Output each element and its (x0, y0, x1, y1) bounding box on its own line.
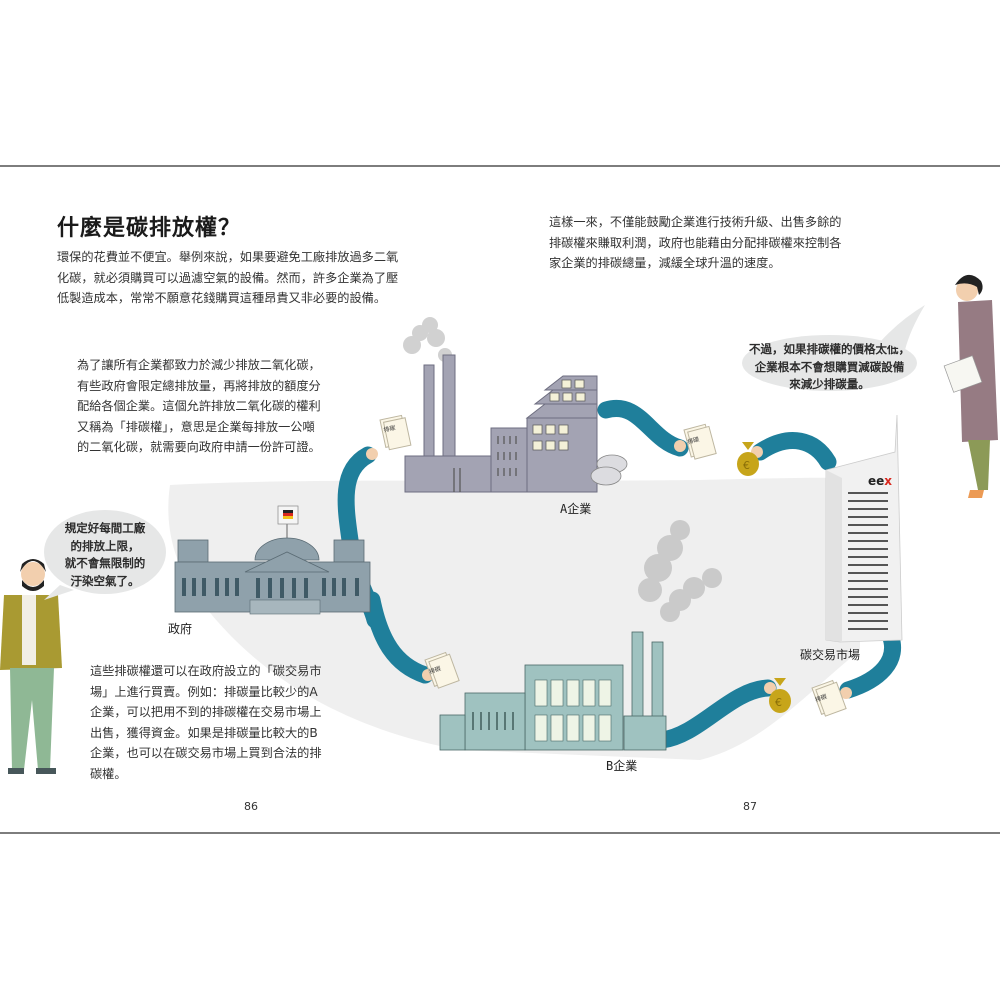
top-page-border (0, 165, 1000, 167)
eex-logo: eex (868, 474, 892, 488)
euro-money-bag-icon: € (737, 442, 759, 476)
emission-limit-paragraph: 為了讓所有企業都致力於減少排放二氧化碳， 有些政府會限定總排放量，再將排放的額度… (77, 355, 321, 458)
carbon-market-paragraph: 這些排碳權還可以在政府設立的「碳交易市 場」上進行買賣。例如：排碳量比較少的A … (90, 661, 322, 784)
svg-text:€: € (743, 459, 750, 472)
permit-icon (379, 414, 412, 451)
text-line: 出售，獲得資金。如果是排碳量比較大的B (90, 725, 318, 740)
permit-icon (424, 651, 460, 689)
svg-text:€: € (775, 696, 782, 709)
eex-logo-suffix: x (884, 474, 893, 488)
text-line: 家企業的排碳總量，減緩全球升溫的速度。 (549, 256, 781, 270)
svg-text:排碳: 排碳 (428, 664, 442, 676)
svg-text:排碳: 排碳 (814, 692, 828, 704)
text-line: 場」上進行買賣。例如：排碳量比較少的A (90, 684, 318, 699)
page-number-left: 86 (244, 800, 258, 813)
label-government: 政府 (168, 622, 193, 636)
permit-icon (683, 423, 717, 460)
text-line: 化碳，就必須購買可以過濾空氣的設備。然而，許多企業為了壓 (57, 270, 399, 285)
bubble-line: 規定好每間工廠 (64, 521, 146, 535)
bubble-line: 來減少排碳量。 (789, 377, 870, 391)
label-company-b: B企業 (606, 759, 638, 773)
bubble-line: 就不會無限制的 (64, 556, 146, 570)
text-line: 為了讓所有企業都致力於減少排放二氧化碳， (77, 358, 321, 372)
woman-speech-bubble: 不過，如果排碳權的價格太低， 企業根本不會想購買減碳設備 來減少排碳量。 (742, 335, 917, 391)
arm-market-to-b (839, 626, 902, 699)
right-intro-paragraph: 這樣一來，不僅能鼓勵企業進行技術升級、出售多餘的 排碳權來賺取利潤，政府也能藉由… (549, 212, 842, 274)
text-line: 又稱為「排碳權」，意思是企業每排放一公噸 (77, 419, 315, 434)
bubble-line: 的排放上限， (70, 538, 140, 553)
arm-b-to-market (653, 679, 777, 749)
text-line: 有些政府會限定總排放量，再將排放的額度分 (77, 378, 321, 393)
arm-gov-to-b (363, 591, 434, 684)
text-line: 排碳權來賺取利潤，政府也能藉由分配排碳權來控制各 (549, 235, 842, 250)
eex-logo-prefix: ee (868, 474, 885, 488)
bubble-line: 不過，如果排碳權的價格太低， (749, 342, 910, 356)
euro-money-bag-icon: € (769, 678, 791, 713)
bubble-line: 汙染空氣了。 (70, 573, 140, 588)
text-line: 配給各個企業。這個允許排放二氧化碳的權利 (77, 399, 321, 413)
label-company-a: A企業 (560, 502, 592, 516)
label-carbon-market: 碳交易市場 (800, 648, 861, 662)
svg-text:排碳: 排碳 (686, 435, 700, 446)
text-line: 企業，可以把用不到的排碳權在交易市場上 (90, 705, 322, 719)
page-number-right: 87 (743, 800, 757, 813)
document-in-hand-icon (943, 355, 983, 393)
bubble-line: 企業根本不會想購買減碳設備 (754, 359, 905, 374)
page-heading: 什麼是碳排放權？ (57, 216, 242, 241)
svg-text:排碳: 排碳 (383, 424, 396, 434)
text-line: 這些排碳權還可以在政府設立的「碳交易市 (90, 664, 322, 678)
text-line: 低製造成本，常常不願意花錢購買這種昂貴又非必要的設備。 (57, 291, 387, 305)
man-speech-bubble: 規定好每間工廠 的排放上限， 就不會無限制的 汙染空氣了。 (44, 510, 166, 594)
text-line: 碳權。 (90, 766, 127, 781)
permit-icon (811, 679, 847, 717)
bottom-page-border (0, 832, 1000, 834)
arm-a-to-market (597, 399, 689, 457)
text-line: 企業，也可以在碳交易市場上買到合法的排 (90, 746, 322, 760)
left-intro-paragraph: 環保的花費並不便宜。舉例來說，如果要避免工廠排放過多二氧 化碳，就必須購買可以過… (57, 247, 398, 309)
arm-market-to-a (751, 432, 837, 471)
text-line: 環保的花費並不便宜。舉例來說，如果要避免工廠排放過多二氧 (57, 250, 399, 264)
text-line: 這樣一來，不僅能鼓勵企業進行技術升級、出售多餘的 (549, 215, 842, 229)
text-line: 的二氧化碳，就需要向政府申請一份許可證。 (77, 440, 321, 454)
